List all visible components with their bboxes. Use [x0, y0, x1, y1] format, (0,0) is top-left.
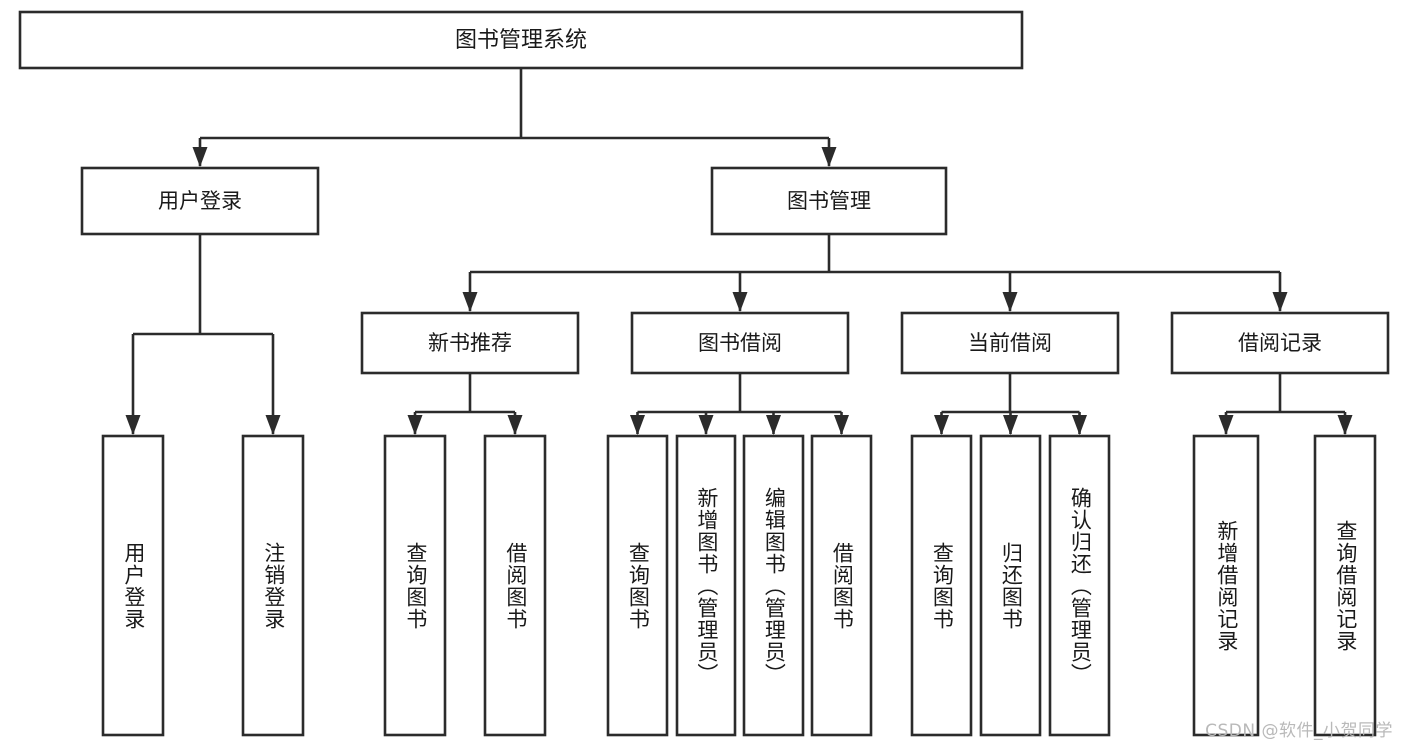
- node-box-leaf-borrow-book-2: [810, 434, 873, 737]
- node-box-book-manage: [710, 166, 948, 236]
- node-leaf-query-book-2[interactable]: [606, 434, 669, 737]
- node-leaf-query-record[interactable]: [1313, 434, 1377, 737]
- arrow-head-icon: [1072, 415, 1087, 435]
- arrow-head-icon: [507, 415, 523, 435]
- node-new-book-recommend[interactable]: 新书推荐: [360, 311, 580, 375]
- node-box-leaf-query-record: [1313, 434, 1377, 737]
- node-leaf-add-book[interactable]: [675, 434, 737, 737]
- arrow-head-icon: [732, 292, 748, 312]
- node-box-leaf-query-book-3: [910, 434, 973, 737]
- arrow-head-icon: [462, 292, 478, 312]
- node-label-root: 图书管理系统: [455, 28, 587, 53]
- node-label-borrow-record: 借阅记录: [1238, 331, 1322, 355]
- arrow-head-icon: [407, 415, 423, 435]
- arrow-head-icon: [1272, 292, 1288, 312]
- node-root[interactable]: 图书管理系统: [18, 10, 1024, 70]
- node-label-book-borrow: 图书借阅: [698, 331, 782, 355]
- node-current-borrow[interactable]: 当前借阅: [900, 311, 1120, 375]
- node-leaf-return-book[interactable]: [979, 434, 1042, 737]
- node-box-current-borrow: [900, 311, 1120, 375]
- arrow-head-icon: [1002, 292, 1018, 312]
- arrow-head-icon: [834, 415, 849, 435]
- node-label-new-book-recommend: 新书推荐: [428, 331, 512, 355]
- node-box-book-borrow: [630, 311, 850, 375]
- node-box-leaf-confirm-return: [1048, 434, 1111, 737]
- node-box-root: [18, 10, 1024, 70]
- connectors-layer: [125, 68, 1353, 435]
- node-book-manage[interactable]: 图书管理: [710, 166, 948, 236]
- arrow-head-icon: [1337, 415, 1353, 435]
- node-box-new-book-recommend: [360, 311, 580, 375]
- node-book-borrow[interactable]: 图书借阅: [630, 311, 850, 375]
- node-leaf-user-login[interactable]: [101, 434, 165, 737]
- arrow-head-icon: [125, 415, 141, 435]
- node-leaf-borrow-book-2[interactable]: [810, 434, 873, 737]
- node-box-leaf-borrow-book-1: [483, 434, 547, 737]
- arrow-head-icon: [1218, 415, 1234, 435]
- node-label-current-borrow: 当前借阅: [968, 331, 1052, 355]
- node-box-leaf-user-logout: [241, 434, 305, 737]
- arrow-head-icon: [934, 415, 949, 435]
- node-leaf-confirm-return[interactable]: [1048, 434, 1111, 737]
- node-leaf-add-record[interactable]: [1192, 434, 1260, 737]
- node-box-leaf-edit-book: [742, 434, 805, 737]
- node-box-leaf-return-book: [979, 434, 1042, 737]
- node-leaf-edit-book[interactable]: [742, 434, 805, 737]
- arrow-head-icon: [192, 147, 208, 167]
- node-leaf-query-book-1[interactable]: [383, 434, 447, 737]
- node-leaf-user-logout[interactable]: [241, 434, 305, 737]
- node-box-leaf-user-login: [101, 434, 165, 737]
- node-label-user-login: 用户登录: [158, 189, 242, 213]
- node-box-leaf-add-book: [675, 434, 737, 737]
- node-box-leaf-query-book-1: [383, 434, 447, 737]
- arrow-head-icon: [766, 415, 781, 435]
- node-leaf-query-book-3[interactable]: [910, 434, 973, 737]
- node-box-borrow-record: [1170, 311, 1390, 375]
- arrow-head-icon: [630, 415, 645, 435]
- node-leaf-borrow-book-1[interactable]: [483, 434, 547, 737]
- arrow-head-icon: [821, 147, 837, 167]
- node-label-book-manage: 图书管理: [787, 189, 871, 213]
- arrow-head-icon: [698, 415, 714, 435]
- node-box-leaf-query-book-2: [606, 434, 669, 737]
- watermark-text: CSDN @软件_小贺同学: [1205, 721, 1393, 741]
- arrow-head-icon: [1003, 415, 1018, 435]
- node-borrow-record[interactable]: 借阅记录: [1170, 311, 1390, 375]
- node-box-user-login: [80, 166, 320, 236]
- arrow-head-icon: [265, 415, 281, 435]
- node-user-login[interactable]: 用户登录: [80, 166, 320, 236]
- node-box-leaf-add-record: [1192, 434, 1260, 737]
